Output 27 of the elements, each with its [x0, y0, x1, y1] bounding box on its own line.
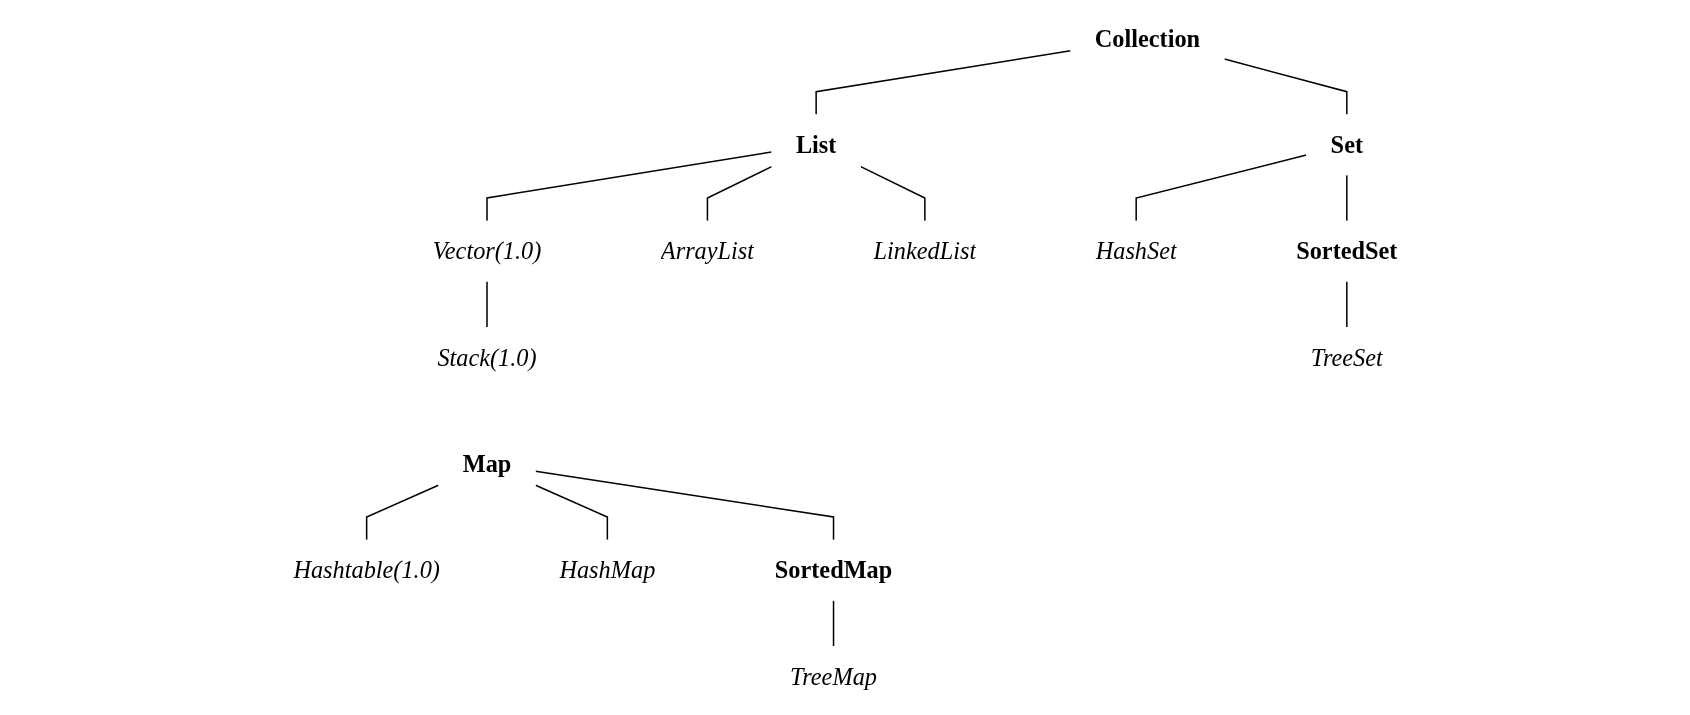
connector: [1135, 154, 1307, 222]
connector: [365, 484, 439, 541]
node-text: List: [795, 131, 836, 158]
connector: [485, 280, 488, 328]
connector: [706, 165, 772, 222]
connector: [814, 50, 1071, 116]
connector: [485, 151, 772, 222]
connector: [832, 599, 834, 647]
connector: [1345, 280, 1348, 328]
connector: [859, 165, 926, 222]
node-text: Map: [462, 450, 511, 477]
connector: [534, 484, 608, 541]
node-text: Collection: [1094, 25, 1200, 52]
node-text: Vector(1.0): [432, 238, 541, 265]
node-text: LinkedList: [873, 238, 976, 265]
node-text: HashMap: [558, 557, 655, 584]
connector: [1345, 174, 1348, 222]
connector: [1223, 58, 1348, 116]
node-text: HashSet: [1095, 238, 1177, 265]
node-text: Set: [1330, 131, 1363, 158]
node-text: TreeMap: [789, 663, 877, 690]
node-text: SortedMap: [774, 557, 892, 584]
connector: [534, 470, 834, 541]
node-text: Stack(1.0): [436, 344, 537, 371]
node-text: Hashtable(1.0): [292, 557, 440, 584]
node-text: SortedSet: [1295, 238, 1398, 265]
node-text: TreeSet: [1310, 344, 1383, 371]
